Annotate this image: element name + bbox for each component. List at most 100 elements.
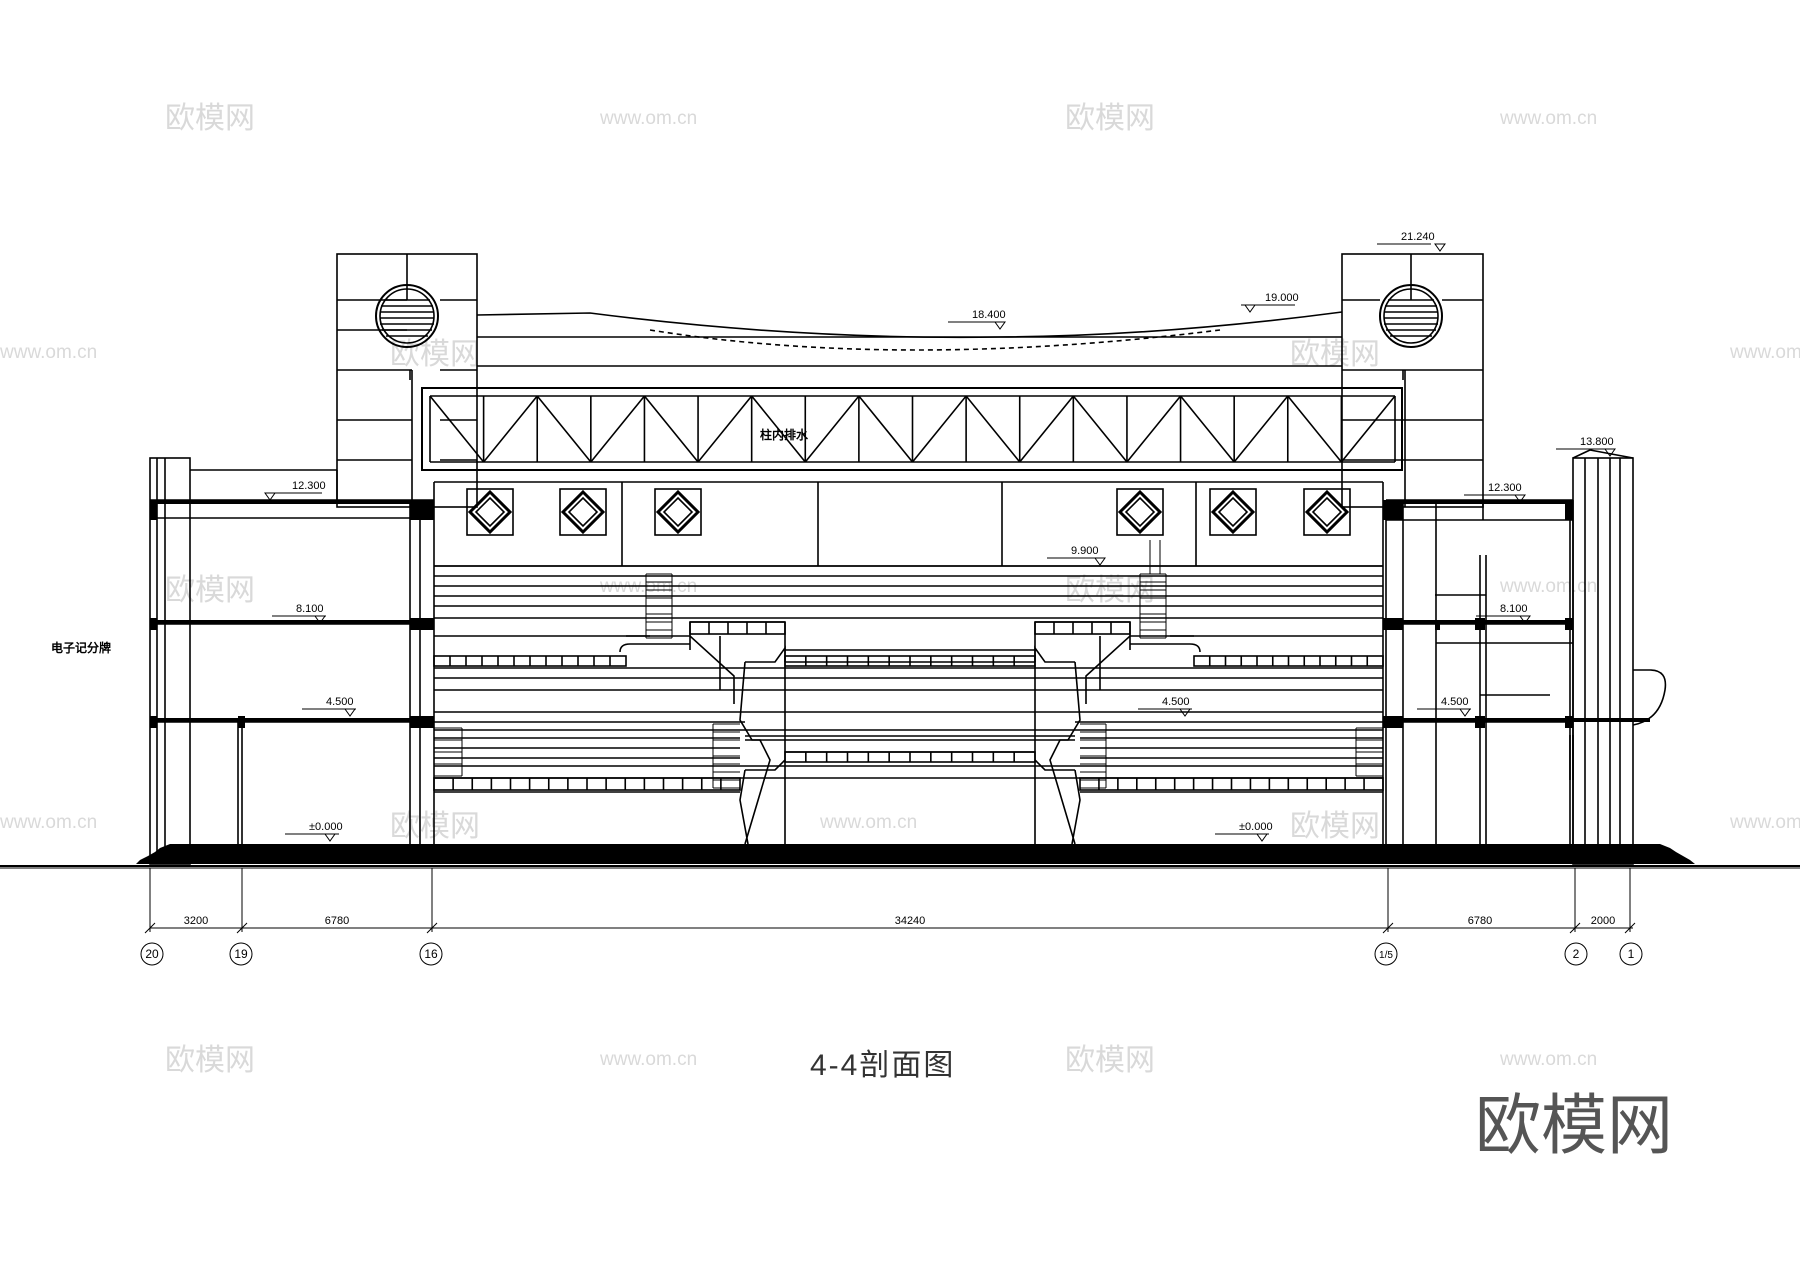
right-round-vent: [1379, 284, 1443, 348]
watermark-brand: 欧模网: [1065, 1044, 1155, 1077]
truss-diagonal: [804, 395, 860, 463]
level-triangle: [1514, 494, 1526, 503]
elevation-floor2-right: 4.500: [1441, 696, 1469, 708]
level-triangle: [1519, 615, 1531, 624]
window-diamond-inner: [1311, 496, 1343, 528]
axis-2: 2: [1573, 947, 1580, 961]
axis-19: 19: [234, 947, 248, 961]
elevation-roof-right-wing: 12.300: [1488, 482, 1522, 494]
dimension-values: 3200 6780 34240 6780 2000: [184, 915, 1615, 927]
truss-diagonal: [536, 395, 592, 463]
window-diamond-inner: [662, 496, 694, 528]
elevation-roof-mid: 18.400: [972, 309, 1006, 321]
watermark-url: www.om.cn: [1499, 108, 1597, 129]
window-frame: [1209, 488, 1257, 536]
elevation-stand-upper: 9.900: [1071, 545, 1099, 557]
window-diamond-inner: [474, 496, 506, 528]
level-triangle: [1434, 243, 1446, 252]
dimension-6780-right: 6780: [1468, 915, 1492, 927]
level-triangle: [344, 708, 356, 717]
watermark-url: www.om.cn: [1729, 812, 1800, 833]
axis-bubbles: [140, 942, 1643, 966]
left-round-vent: [375, 284, 439, 348]
level-triangle: [1604, 448, 1616, 457]
axis-16: 16: [424, 947, 438, 961]
scoreboard-label: 电子记分牌: [51, 640, 111, 655]
watermark-url: www.om.cn: [1729, 342, 1800, 363]
elevation-labels: 21.240 19.000 18.400 13.800 12.300 12.30…: [292, 231, 1614, 833]
truss-diagonal: [911, 395, 967, 463]
building-section: [0, 243, 1800, 869]
dimension-34240: 34240: [895, 915, 926, 927]
left-wing-columns: [150, 500, 434, 728]
truss-diagonal: [965, 395, 1021, 463]
window-diamond-inner: [567, 496, 599, 528]
elevation-floor2-left: 4.500: [326, 696, 354, 708]
elevation-ground-left: ±0.000: [309, 821, 343, 833]
truss-diagonal: [1340, 395, 1396, 463]
level-triangle: [994, 321, 1006, 330]
window-frame: [1116, 488, 1164, 536]
truss-diagonal: [643, 395, 699, 463]
level-marks: [264, 243, 1616, 842]
seat-rails: [433, 621, 1384, 791]
concourse-center: [619, 621, 1201, 845]
level-triangle: [264, 492, 276, 501]
left-wing: [149, 457, 435, 865]
window-diamond-inner: [1124, 496, 1156, 528]
window-diamond: [560, 489, 606, 535]
window-diamond: [655, 489, 701, 535]
truss-diagonal: [590, 395, 646, 463]
axis-1: 1: [1628, 947, 1635, 961]
window-diamond: [1304, 489, 1350, 535]
ground-base: [0, 844, 1800, 869]
lower-stands: [434, 721, 1383, 793]
watermark-url-layer: www.om.cn www.om.cn www.om.cn www.om.cn …: [0, 108, 1800, 1070]
axis-1-5: 1/5: [1379, 950, 1393, 961]
seat-rail: [689, 621, 786, 635]
truss-diagonal: [858, 395, 914, 463]
level-triangle: [1256, 833, 1268, 842]
elevation-floor3-left: 8.100: [296, 603, 324, 615]
watermark-brand: 欧模网: [1290, 810, 1380, 843]
truss-diagonal: [1233, 395, 1289, 463]
dimension-6780-left: 6780: [325, 915, 349, 927]
window-diamond: [467, 489, 513, 535]
window-frame: [1303, 488, 1351, 536]
level-triangle: [1244, 304, 1256, 313]
drawing-title: 4-4剖面图: [810, 1049, 955, 1082]
roof-profile: [409, 311, 1404, 380]
elevation-roof-left-wing: 12.300: [292, 480, 326, 492]
truss-diagonal: [1072, 395, 1128, 463]
elevation-parapet-right: 13.800: [1580, 436, 1614, 448]
window-frame: [466, 488, 514, 536]
level-triangle: [324, 833, 336, 842]
watermark-brand: 欧模网: [165, 1044, 255, 1077]
stair-hatches: [434, 540, 1383, 789]
elevation-top-tower: 21.240: [1401, 231, 1435, 243]
truss-diagonal: [1126, 395, 1182, 463]
window-frame: [559, 488, 607, 536]
watermark-url: www.om.cn: [819, 812, 917, 833]
watermark-brand: 欧模网: [165, 574, 255, 607]
level-triangle: [314, 615, 326, 624]
watermark-url: www.om.cn: [1499, 576, 1597, 597]
truss-diagonal: [1019, 395, 1074, 463]
truss-diagonal: [1287, 395, 1343, 463]
elevation-floor2-center: 4.500: [1162, 696, 1190, 708]
elevation-roof-right: 19.000: [1265, 292, 1299, 304]
watermark-brand: 欧模网: [165, 102, 255, 135]
level-triangle: [1179, 708, 1191, 717]
upper-stands: [434, 565, 1383, 713]
watermark-brand: 欧模网: [390, 810, 480, 843]
watermark-layer: 欧模网 欧模网 欧模网 欧模网 欧模网 欧模网 欧模网 欧模网 欧模网 欧模网: [165, 102, 1380, 1077]
axis-20: 20: [145, 947, 159, 961]
window-diamond-inner: [1217, 496, 1249, 528]
elevation-floor3-right: 8.100: [1500, 603, 1528, 615]
right-wing-columns: [1383, 500, 1573, 728]
truss-diagonal: [751, 395, 806, 463]
level-triangle: [1459, 708, 1471, 717]
watermark-url: www.om.cn: [599, 1049, 697, 1070]
watermark-url: www.om.cn: [599, 108, 697, 129]
level-triangle: [1094, 557, 1106, 566]
